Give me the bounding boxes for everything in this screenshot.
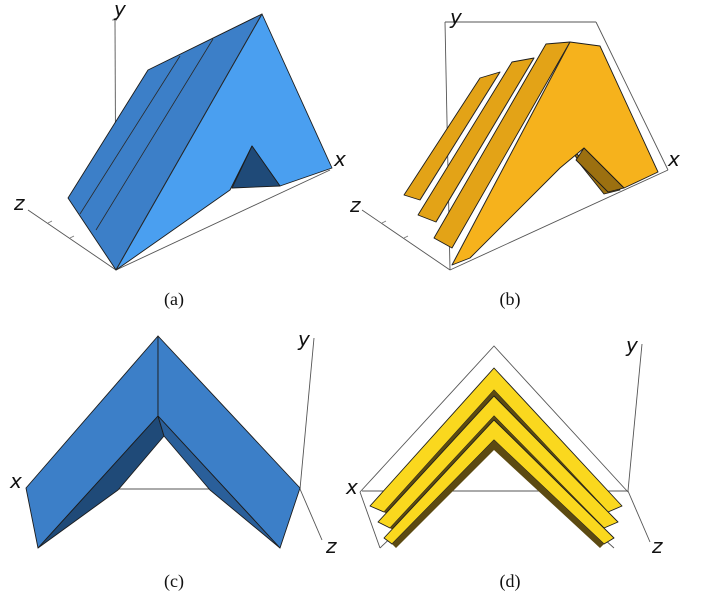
panel-b-inner-shade — [575, 147, 625, 193]
panel-c-inner-right — [157, 415, 281, 549]
panel-c-x-label: x — [9, 469, 22, 493]
panel-c-z-axis — [299, 488, 323, 541]
panel-a-x-axis — [115, 169, 331, 271]
panel-c-y-label: y — [297, 327, 311, 351]
panel-d-y-axis — [627, 343, 643, 492]
panel-d-caption: (d) — [500, 571, 521, 592]
panel-d-z-axis — [627, 490, 651, 543]
panel-d: x y z (d) — [345, 333, 663, 592]
panel-a-inner-face — [231, 145, 281, 189]
panel-d-x-label: x — [345, 475, 358, 499]
panel-a-z-axis — [27, 209, 117, 271]
panel-b-x-label: x — [667, 147, 680, 171]
panel-a-x-label: x — [333, 147, 346, 171]
panel-d-z-label: z — [651, 534, 663, 558]
panel-a-y-label: y — [113, 0, 127, 21]
panel-c-caption: (c) — [164, 571, 184, 592]
panel-b-z-label: z — [349, 193, 361, 217]
panel-c: x y z (c) — [9, 327, 337, 592]
panel-b-x-axis — [449, 169, 669, 271]
panel-b-caption: (b) — [500, 289, 521, 310]
panel-a-z-label: z — [13, 191, 25, 215]
panel-c-y-axis — [299, 337, 315, 490]
panel-b: y x z (b) — [349, 5, 680, 310]
panel-a-caption: (a) — [164, 289, 184, 310]
panel-c-z-label: z — [325, 534, 337, 558]
panel-a: y x z (a) — [13, 0, 346, 310]
panel-d-y-label: y — [625, 333, 639, 357]
panel-b-y-label: y — [449, 5, 463, 29]
panel-b-z-axis — [361, 209, 451, 271]
